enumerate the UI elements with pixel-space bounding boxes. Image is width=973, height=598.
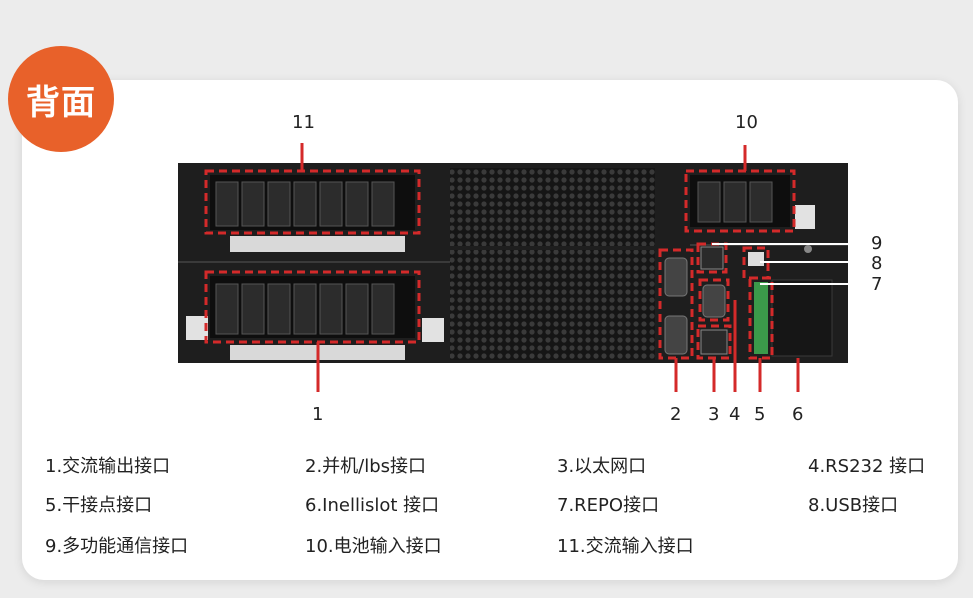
- legend-item: 11.交流输入接口: [557, 536, 694, 557]
- callout-10: 10: [735, 112, 758, 133]
- legend-item: 2.并机/lbs接口: [305, 456, 427, 477]
- legend-item: 8.USB接口: [808, 495, 899, 516]
- callout-1: 1: [312, 404, 324, 425]
- highlight-rs232: [698, 278, 730, 322]
- callout-4: 4: [729, 404, 741, 425]
- lower-vent: [450, 250, 655, 360]
- legend-item: 10.电池输入接口: [305, 536, 442, 557]
- legend-item: 5.干接点接口: [45, 495, 153, 516]
- highlight-dry-contact: [748, 276, 774, 360]
- highlight-ac-output: [204, 270, 421, 344]
- callout-6: 6: [792, 404, 804, 425]
- legend-item: 6.Inellislot 接口: [305, 495, 440, 516]
- legend-item: 3.以太网口: [557, 456, 647, 477]
- callout-9: 9: [871, 233, 883, 254]
- badge-label: 背面: [26, 82, 96, 123]
- callout-8: 8: [871, 253, 883, 274]
- callout-3: 3: [708, 404, 720, 425]
- callout-2: 2: [670, 404, 682, 425]
- legend-item: 9.多功能通信接口: [45, 536, 189, 557]
- legend-item: 1.交流输出接口: [45, 456, 171, 477]
- callout-7: 7: [871, 274, 883, 295]
- back-view-badge: 背面: [8, 46, 114, 152]
- callout-5: 5: [754, 404, 766, 425]
- highlight-battery-input: [684, 169, 796, 233]
- upper-vent: [450, 168, 655, 246]
- legend-item: 4.RS232 接口: [808, 456, 926, 477]
- callout-11: 11: [292, 112, 315, 133]
- legend-item: 7.REPO接口: [557, 495, 660, 516]
- highlight-ac-input: [204, 169, 421, 235]
